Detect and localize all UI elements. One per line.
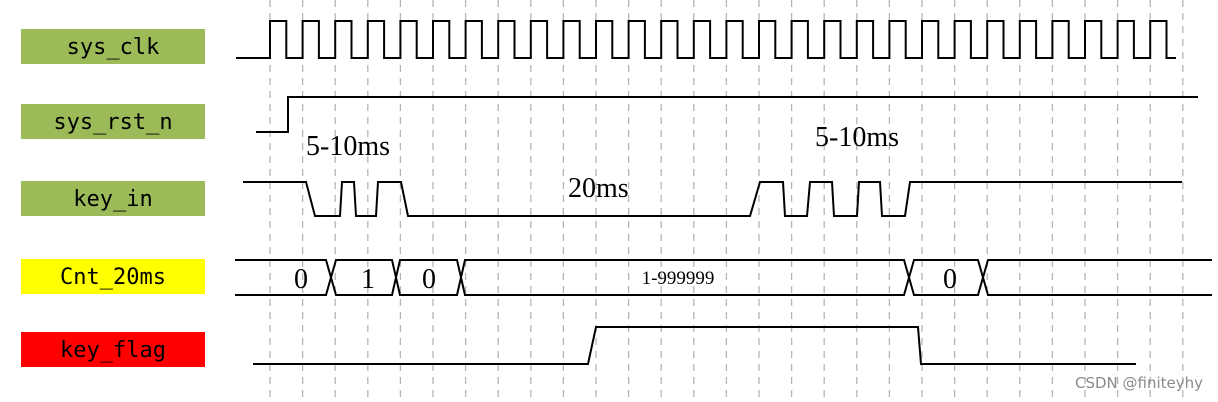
signal-label-bg	[21, 181, 205, 216]
cnt-value: 0	[422, 264, 436, 295]
signal-label-text: sys_rst_n	[53, 110, 172, 135]
annotation-bounce-2: 5-10ms	[815, 122, 899, 153]
signal-label-bg	[21, 332, 205, 367]
signal-label-key-in: key_in	[21, 181, 205, 216]
annotation-bounce-1: 5-10ms	[306, 131, 390, 162]
signal-label-bg	[21, 29, 205, 64]
waveform-key-in	[243, 181, 1182, 217]
waveform-sys-clk	[236, 20, 1176, 59]
signal-label-key-flag: key_flag	[21, 332, 205, 367]
annotation-stable: 20ms	[568, 173, 629, 204]
waveform-key-flag	[253, 326, 1136, 365]
signal-label-text: Cnt_20ms	[60, 265, 166, 290]
signal-label-text: sys_clk	[67, 35, 160, 60]
signal-label-sys-rst-n: sys_rst_n	[21, 104, 205, 139]
signal-label-text: key_in	[73, 187, 152, 212]
cnt-value: 1	[361, 264, 375, 295]
cnt-value: 0	[943, 264, 957, 295]
signal-label-bg	[21, 104, 205, 139]
cnt-value-range: 1-999999	[642, 268, 715, 289]
watermark: CSDN @finiteyhy	[1075, 374, 1203, 392]
cnt-value: 0	[294, 264, 308, 295]
signal-label-bg	[21, 259, 205, 294]
grid-lines	[269, 0, 1184, 402]
waveform-sys-rst-n	[256, 96, 1198, 133]
signal-label-sys-clk: sys_clk	[21, 29, 205, 64]
signal-label-cnt-20ms: Cnt_20ms	[21, 259, 205, 294]
waveform-cnt-20ms	[235, 259, 1212, 296]
signal-label-text: key_flag	[60, 338, 166, 363]
